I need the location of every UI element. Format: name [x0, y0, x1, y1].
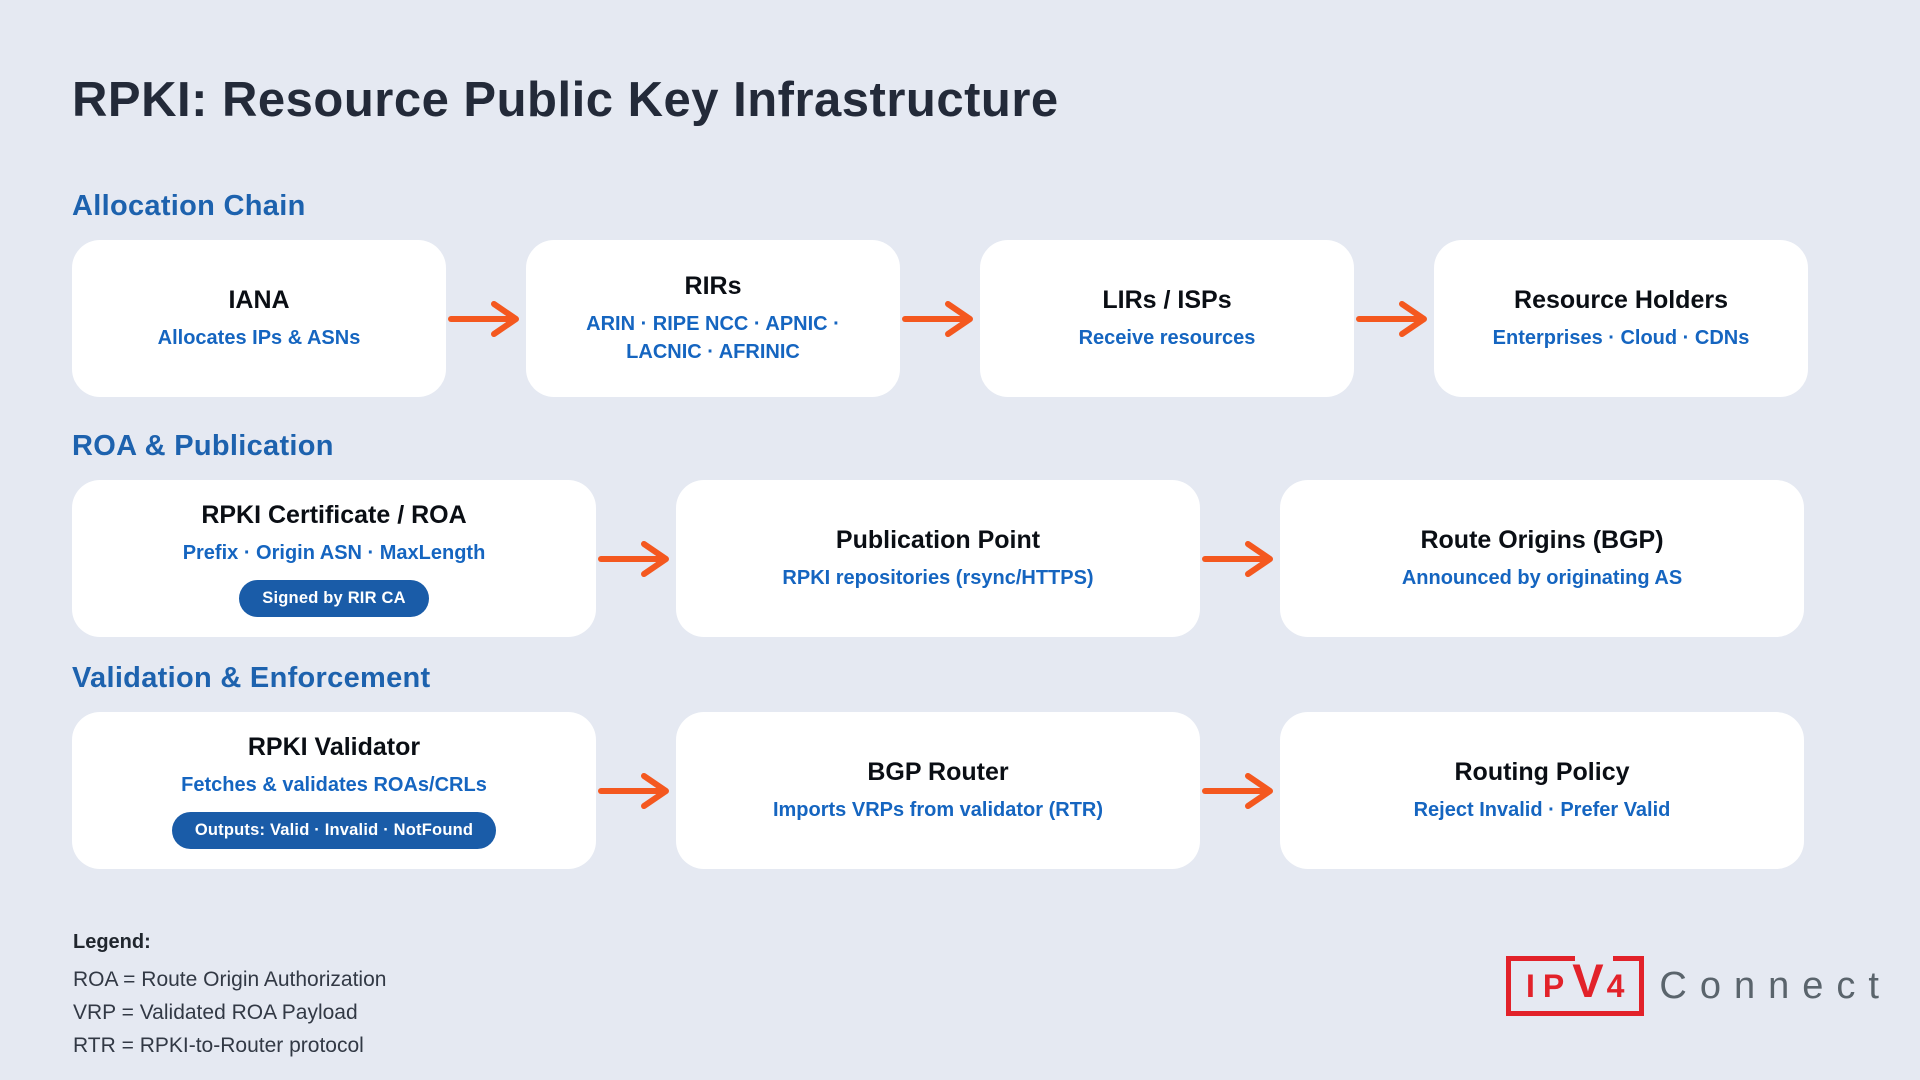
- card-subtitle: Reject Invalid · Prefer Valid: [1413, 799, 1671, 822]
- legend-item-vrp: VRP = Validated ROA Payload: [73, 1001, 358, 1024]
- logo-v-notch: [1575, 954, 1613, 963]
- legend-heading: Legend:: [73, 931, 151, 953]
- validator-outputs-badge: Outputs: Valid · Invalid · NotFound: [171, 812, 497, 850]
- card-subtitle: RPKI repositories (rsync/HTTPS): [782, 567, 1094, 590]
- arrow-right-icon: [1200, 771, 1280, 811]
- section-validation-enforcement: Validation & Enforcement RPKI Validator …: [72, 660, 1862, 869]
- card-routing-policy: Routing Policy Reject Invalid · Prefer V…: [1280, 712, 1804, 869]
- logo-letter-v: V: [1572, 953, 1604, 1007]
- arrow-right-icon: [1354, 299, 1434, 339]
- section-allocation-chain: Allocation Chain IANA Allocates IPs & AS…: [72, 188, 1862, 397]
- card-title: BGP Router: [867, 757, 1009, 786]
- arrow-right-icon: [596, 539, 676, 579]
- card-subtitle: Announced by originating AS: [1401, 567, 1683, 590]
- card-title: LIRs / ISPs: [1102, 285, 1232, 314]
- card-publication-point: Publication Point RPKI repositories (rsy…: [676, 480, 1200, 637]
- card-title: Publication Point: [835, 525, 1041, 554]
- section-roa-publication: ROA & Publication RPKI Certificate / ROA…: [72, 428, 1862, 637]
- signed-by-rir-ca-badge: Signed by RIR CA: [239, 580, 429, 618]
- card-subtitle: Allocates IPs & ASNs: [157, 327, 361, 350]
- legend-item-roa: ROA = Route Origin Authorization: [73, 968, 387, 991]
- section-heading-roa-publication: ROA & Publication: [72, 430, 334, 462]
- section-heading-allocation-chain: Allocation Chain: [72, 190, 306, 222]
- card-title: RIRs: [684, 271, 742, 300]
- arrow-right-icon: [900, 299, 980, 339]
- page-title: RPKI: Resource Public Key Infrastructure: [72, 73, 1059, 127]
- allocation-chain-row: IANA Allocates IPs & ASNs RIRs ARIN · RI…: [72, 240, 1862, 397]
- card-subtitle: ARIN · RIPE NCC · APNIC · LACNIC · AFRIN…: [586, 313, 840, 364]
- logo-wordmark: Connect: [1659, 964, 1892, 1007]
- card-title: Route Origins (BGP): [1420, 525, 1664, 554]
- card-iana: IANA Allocates IPs & ASNs: [72, 240, 446, 397]
- card-subtitle: Fetches & validates ROAs/CRLs: [181, 774, 487, 797]
- card-title: Routing Policy: [1454, 757, 1630, 786]
- arrow-right-icon: [1200, 539, 1280, 579]
- card-resource-holders: Resource Holders Enterprises · Cloud · C…: [1434, 240, 1808, 397]
- legend-item-rtr: RTR = RPKI-to-Router protocol: [73, 1034, 364, 1057]
- card-title: RPKI Validator: [247, 732, 421, 761]
- card-rpki-validator: RPKI Validator Fetches & validates ROAs/…: [72, 712, 596, 869]
- card-title: IANA: [228, 285, 290, 314]
- card-subtitle: Receive resources: [1078, 327, 1256, 350]
- logo-digit-4: 4: [1606, 968, 1625, 1004]
- arrow-right-icon: [446, 299, 526, 339]
- card-bgp-router: BGP Router Imports VRPs from validator (…: [676, 712, 1200, 869]
- roa-publication-row: RPKI Certificate / ROA Prefix · Origin A…: [72, 480, 1862, 637]
- arrow-right-icon: [596, 771, 676, 811]
- validation-enforcement-row: RPKI Validator Fetches & validates ROAs/…: [72, 712, 1862, 869]
- card-rirs: RIRs ARIN · RIPE NCC · APNIC · LACNIC · …: [526, 240, 900, 397]
- card-lirs-isps: LIRs / ISPs Receive resources: [980, 240, 1354, 397]
- logo-letters-ip: IP: [1526, 968, 1573, 1004]
- card-subtitle: Imports VRPs from validator (RTR): [772, 799, 1104, 822]
- section-heading-validation-enforcement: Validation & Enforcement: [72, 662, 431, 694]
- card-title: Resource Holders: [1514, 285, 1728, 314]
- card-title: RPKI Certificate / ROA: [201, 500, 467, 529]
- legend: Legend: ROA = Route Origin Authorization…: [73, 931, 386, 1062]
- card-route-origins-bgp: Route Origins (BGP) Announced by origina…: [1280, 480, 1804, 637]
- card-rpki-certificate-roa: RPKI Certificate / ROA Prefix · Origin A…: [72, 480, 596, 637]
- card-subtitle: Prefix · Origin ASN · MaxLength: [182, 542, 486, 565]
- card-subtitle: Enterprises · Cloud · CDNs: [1492, 327, 1750, 350]
